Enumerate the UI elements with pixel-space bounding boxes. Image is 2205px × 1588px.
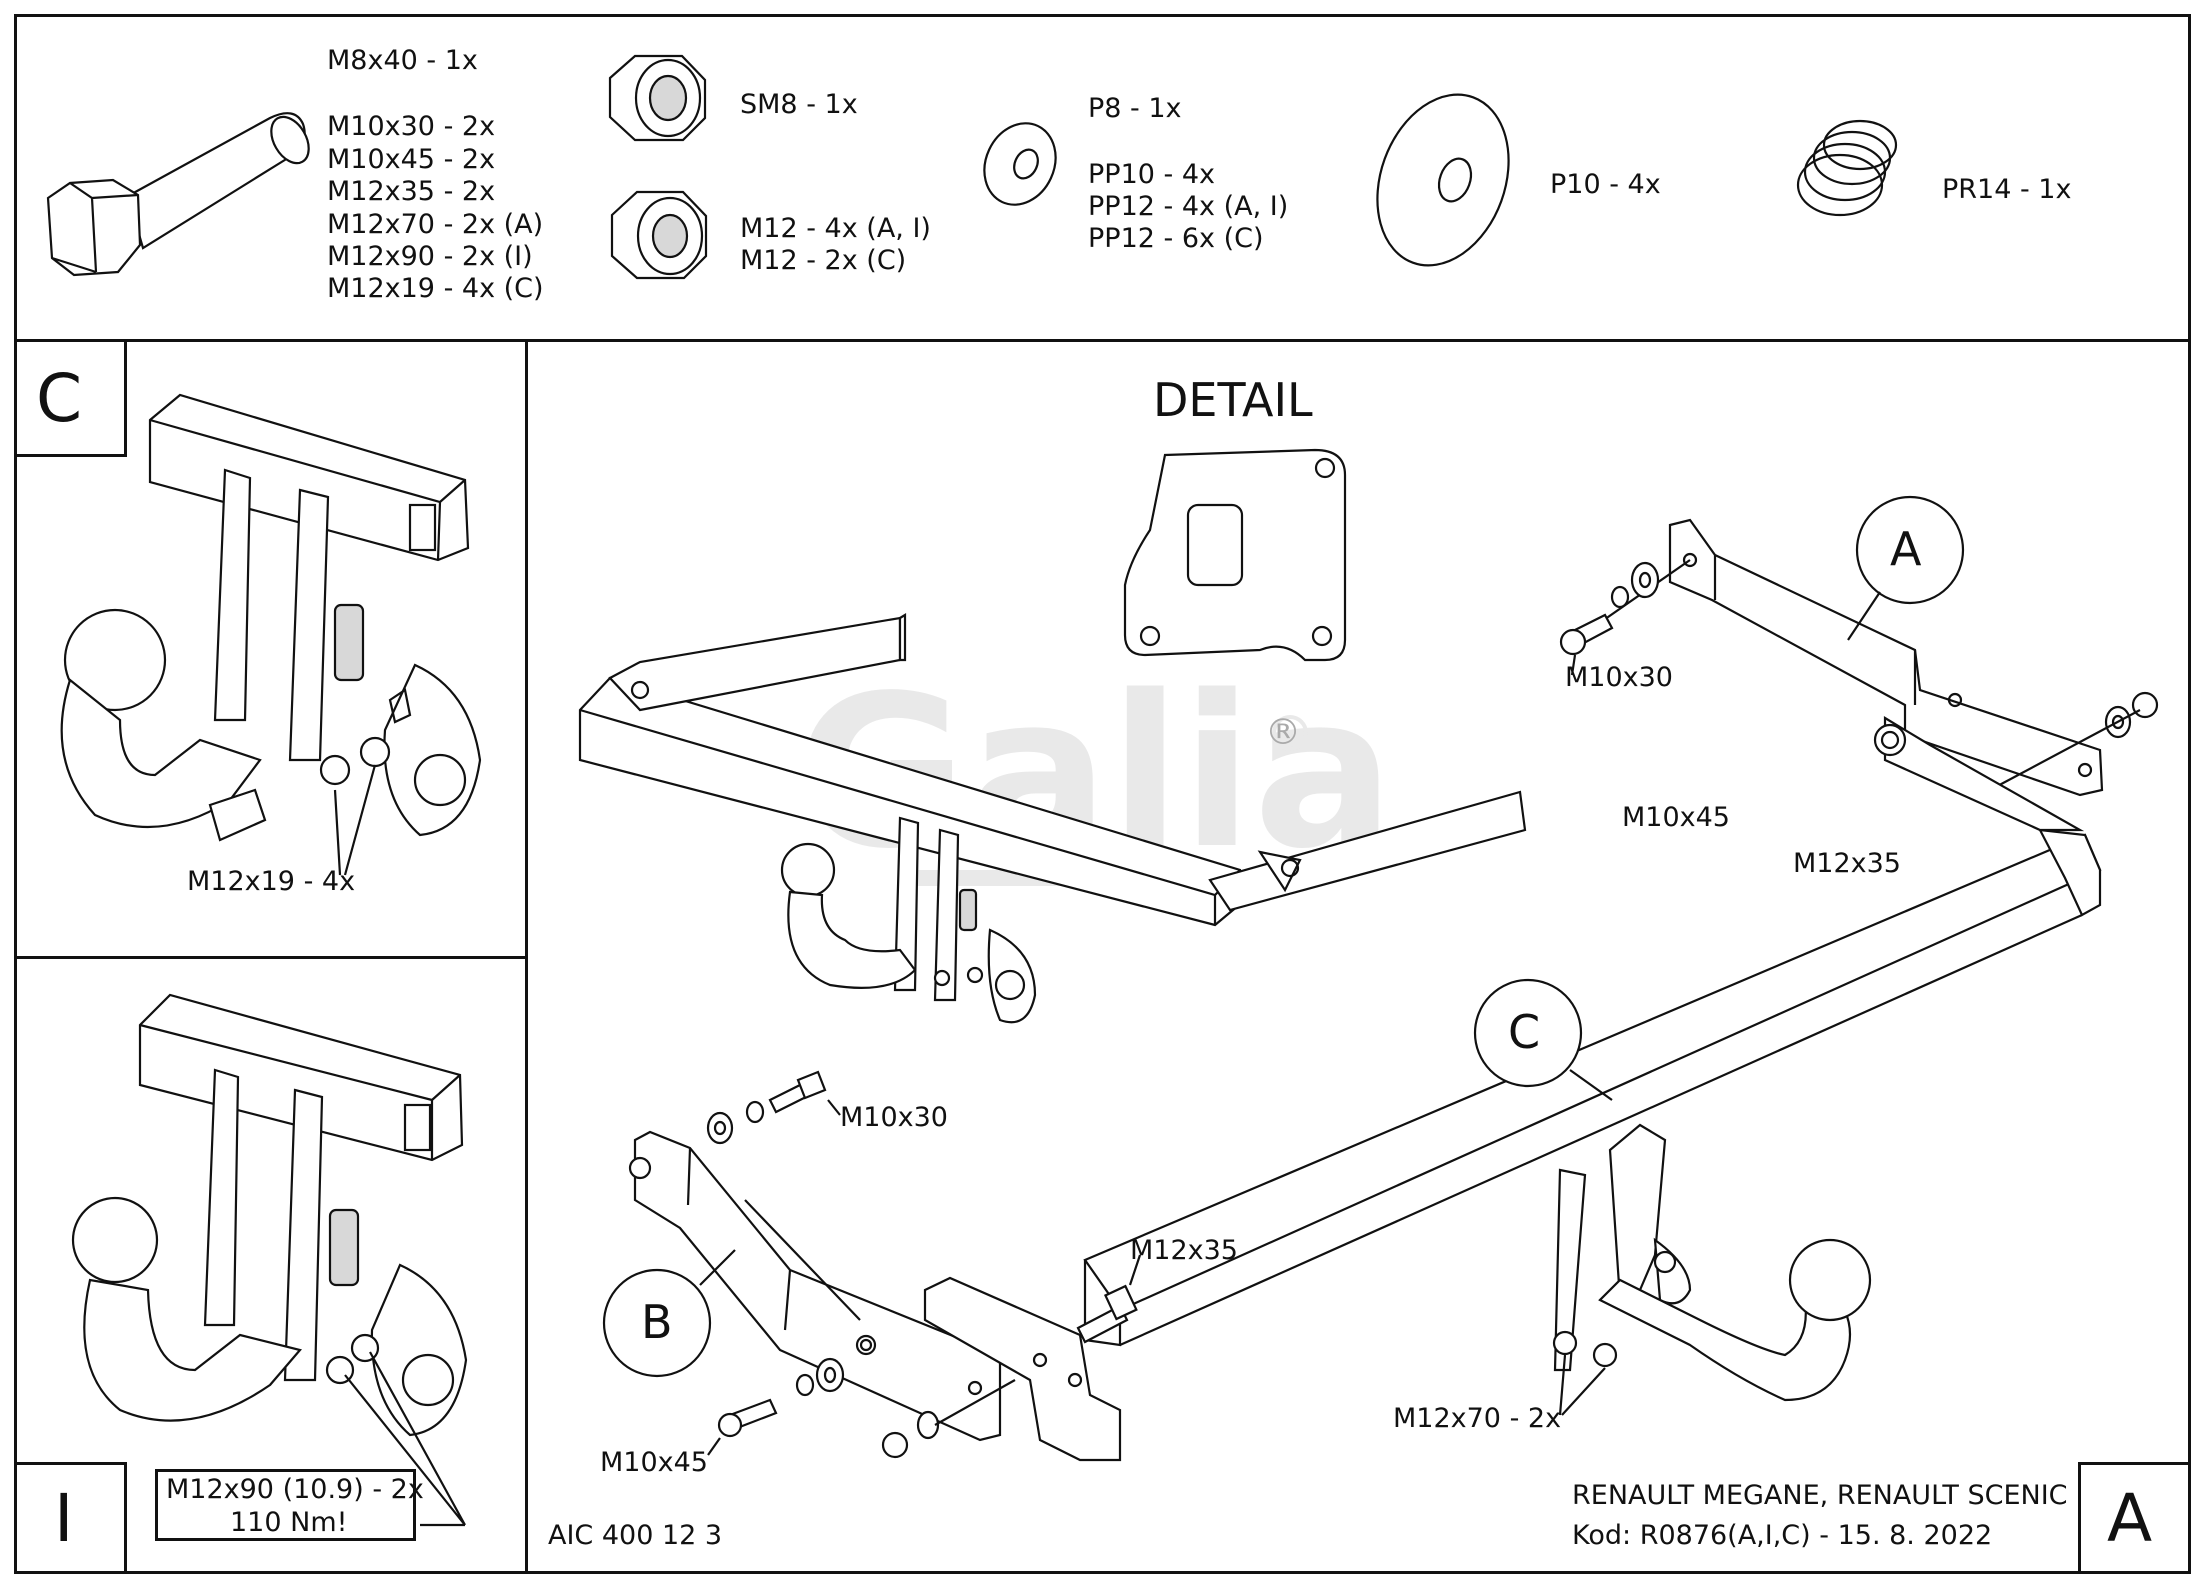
- m12-nut-label-0: M12 - 4x (A, I): [740, 213, 931, 244]
- bolt-label-0: M8x40 - 1x: [327, 45, 478, 76]
- small-washer-label-3: PP12 - 6x (C): [1088, 223, 1264, 254]
- detail-title: DETAIL: [1153, 373, 1313, 427]
- panel-c-bolt-label: M12x19 - 4x: [187, 866, 356, 897]
- callout-c-circle: [1473, 978, 1583, 1088]
- p10-label: P10 - 4x: [1550, 169, 1661, 200]
- torque-line-2: 110 Nm!: [230, 1507, 348, 1538]
- label-m10x45-right: M10x45: [1622, 802, 1730, 833]
- label-m10x30-top: M10x30: [1565, 662, 1673, 693]
- parts-panel-border: [14, 14, 2191, 342]
- panel-i-letter-box: [14, 1462, 127, 1574]
- corner-letter-box: [2078, 1462, 2191, 1574]
- towbar-overview-drawing: [578, 613, 1527, 1024]
- bracket-b-drawing: [628, 1070, 1142, 1462]
- detail-plate: [1123, 448, 1347, 662]
- panel-i-letter: I: [54, 1480, 74, 1557]
- kod-line: Kod: R0876(A,I,C) - 15. 8. 2022: [1572, 1520, 1993, 1551]
- small-washer-label-2: PP12 - 4x (A, I): [1088, 191, 1289, 222]
- bolt-label-2: M10x45 - 2x: [327, 144, 496, 175]
- small-washer-icon: [983, 122, 1057, 206]
- label-m10x45-left: M10x45: [600, 1447, 708, 1478]
- bolt-label-6: M12x19 - 4x (C): [327, 273, 544, 304]
- small-washer-label-0: P8 - 1x: [1088, 93, 1182, 124]
- bolt-label-1: M10x30 - 2x: [327, 111, 496, 142]
- product-code: AIC 400 12 3: [548, 1520, 723, 1551]
- bracket-a-drawing: [1559, 518, 2159, 797]
- callout-a-circle: [1855, 495, 1965, 605]
- sm8-label: SM8 - 1x: [740, 89, 858, 120]
- ball-mount-drawing: [1552, 1123, 1872, 1416]
- label-m10x30-left: M10x30: [840, 1102, 948, 1133]
- pr14-label: PR14 - 1x: [1942, 174, 2072, 205]
- panel-i-border: [14, 956, 528, 1574]
- bolt-icon: [46, 112, 310, 277]
- panel-c-letter-box: [14, 339, 127, 457]
- panel-c-letter: C: [36, 360, 83, 437]
- label-m12x35-mid: M12x35: [1130, 1235, 1238, 1266]
- registered-mark: ®: [1265, 712, 1301, 753]
- corner-letter: A: [2107, 1480, 2153, 1557]
- torque-line-1: M12x90 (10.9) - 2x: [166, 1474, 424, 1505]
- callout-b-label: B: [641, 1295, 673, 1349]
- large-washer-icon: [1376, 93, 1510, 267]
- bolt-label-3: M12x35 - 2x: [327, 176, 496, 207]
- panel-c-drawing: [60, 393, 482, 876]
- sm8-nut-icon: [608, 54, 707, 142]
- callout-c-label: C: [1508, 1005, 1541, 1059]
- torque-box: [155, 1469, 416, 1541]
- callout-b-circle: [602, 1268, 712, 1378]
- bolt-label-5: M12x90 - 2x (I): [327, 241, 533, 272]
- bolt-label-4: M12x70 - 2x (A): [327, 209, 544, 240]
- small-washer-label-1: PP10 - 4x: [1088, 159, 1215, 190]
- label-m12x70: M12x70 - 2x: [1393, 1403, 1562, 1434]
- m12-nut-label-1: M12 - 2x (C): [740, 245, 907, 276]
- m12-nut-icon: [610, 190, 708, 280]
- panel-i-drawing: [71, 993, 468, 1527]
- spring-washer-icon: [1796, 119, 1898, 217]
- vehicle-name: RENAULT MEGANE, RENAULT SCENIC: [1572, 1480, 2068, 1511]
- main-crossbar-drawing: [1083, 716, 2102, 1347]
- callout-a-label: A: [1890, 522, 1922, 576]
- label-m12x35-right: M12x35: [1793, 848, 1901, 879]
